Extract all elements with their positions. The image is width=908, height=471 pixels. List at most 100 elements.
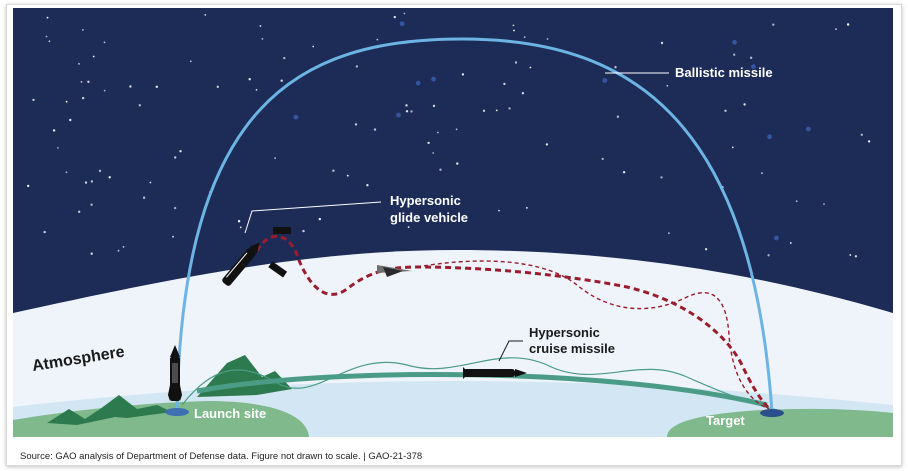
glide-leader-line bbox=[244, 201, 382, 234]
star bbox=[259, 25, 262, 27]
glide-vehicle-label-line2: glide vehicle bbox=[390, 210, 468, 225]
star bbox=[724, 109, 727, 113]
star bbox=[731, 146, 734, 149]
star bbox=[366, 184, 369, 187]
star bbox=[761, 172, 763, 175]
star bbox=[835, 28, 837, 31]
star bbox=[27, 184, 30, 188]
star bbox=[867, 140, 871, 143]
glide-path bbox=[255, 234, 773, 413]
star bbox=[87, 80, 90, 84]
star bbox=[849, 254, 852, 256]
star bbox=[293, 114, 299, 120]
star bbox=[508, 107, 511, 110]
star bbox=[90, 203, 93, 206]
star bbox=[622, 171, 626, 174]
cruise-missile-label-line2: cruise missile bbox=[529, 341, 615, 356]
star bbox=[503, 82, 506, 86]
star bbox=[129, 85, 132, 88]
star bbox=[437, 131, 439, 134]
star bbox=[795, 200, 798, 203]
star bbox=[32, 98, 35, 102]
star bbox=[774, 235, 779, 241]
glide-vehicle-label-line1: Hypersonic bbox=[390, 193, 461, 208]
star bbox=[751, 64, 756, 69]
star bbox=[405, 110, 409, 113]
star bbox=[806, 126, 811, 132]
star bbox=[399, 21, 405, 27]
star bbox=[237, 220, 241, 223]
star bbox=[432, 152, 435, 154]
rocket-on-pad bbox=[168, 345, 182, 401]
star bbox=[280, 79, 283, 82]
star bbox=[122, 246, 125, 248]
star bbox=[376, 38, 379, 41]
star bbox=[52, 129, 56, 132]
star bbox=[117, 249, 120, 252]
ascending-rocket bbox=[222, 242, 260, 286]
star bbox=[48, 40, 51, 43]
star bbox=[749, 56, 753, 59]
star bbox=[614, 66, 617, 69]
star bbox=[90, 180, 94, 183]
star bbox=[415, 80, 421, 86]
star bbox=[456, 162, 459, 165]
star bbox=[498, 209, 500, 212]
star bbox=[601, 157, 604, 161]
launch-pad bbox=[165, 408, 189, 416]
star bbox=[546, 38, 549, 40]
star bbox=[396, 112, 401, 118]
figure-frame: Ballistic missile Hypersonic glide vehic… bbox=[6, 4, 902, 466]
star bbox=[354, 123, 358, 126]
star bbox=[373, 128, 377, 131]
star bbox=[431, 76, 436, 82]
star bbox=[704, 248, 708, 251]
star bbox=[302, 229, 305, 233]
cruise-leader-line bbox=[498, 340, 523, 362]
star bbox=[332, 169, 335, 172]
star bbox=[78, 63, 80, 65]
star bbox=[174, 156, 177, 159]
star bbox=[65, 100, 68, 103]
booster-stage bbox=[268, 261, 288, 278]
star bbox=[860, 133, 863, 136]
star bbox=[767, 134, 772, 140]
star bbox=[482, 109, 486, 113]
star bbox=[274, 157, 276, 160]
star bbox=[514, 61, 518, 64]
star bbox=[108, 176, 111, 179]
target-pad bbox=[760, 409, 784, 417]
star bbox=[545, 143, 549, 146]
star bbox=[427, 141, 430, 145]
star bbox=[43, 230, 46, 234]
star bbox=[78, 210, 81, 213]
star bbox=[616, 115, 620, 118]
star bbox=[439, 168, 442, 171]
star bbox=[98, 169, 102, 173]
booster-stage bbox=[273, 227, 291, 234]
star bbox=[346, 174, 349, 177]
star bbox=[46, 16, 49, 19]
star bbox=[355, 65, 359, 68]
star bbox=[668, 232, 670, 235]
star bbox=[155, 85, 158, 89]
star bbox=[767, 254, 770, 257]
cruise-missile-label-line1: Hypersonic bbox=[529, 325, 600, 340]
star bbox=[789, 242, 792, 244]
star bbox=[666, 84, 669, 87]
star bbox=[526, 207, 528, 209]
star bbox=[189, 60, 192, 63]
star bbox=[823, 203, 825, 206]
star bbox=[393, 15, 396, 19]
star bbox=[45, 35, 48, 38]
star bbox=[84, 181, 88, 184]
star bbox=[82, 29, 84, 31]
star bbox=[602, 78, 608, 83]
star bbox=[405, 104, 408, 107]
star bbox=[80, 81, 83, 83]
star bbox=[410, 110, 413, 113]
star bbox=[660, 176, 663, 179]
star bbox=[103, 89, 106, 92]
cruise-path bbox=[181, 357, 778, 411]
star bbox=[312, 45, 315, 48]
